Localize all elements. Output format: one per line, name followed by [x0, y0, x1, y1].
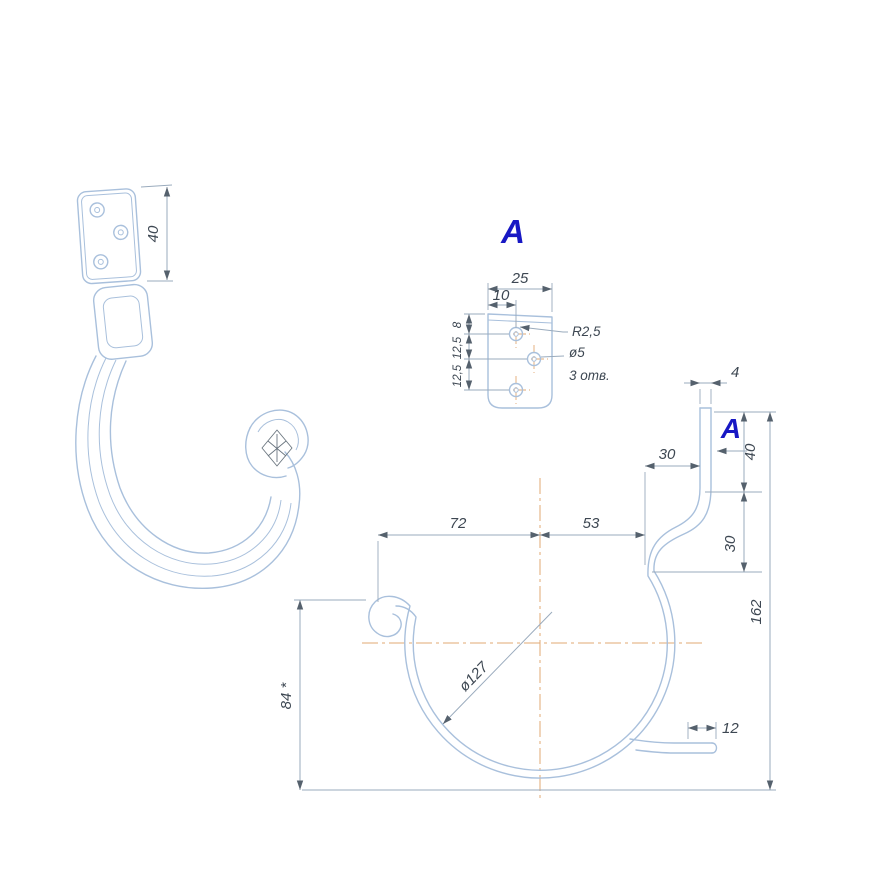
dim-12-5-lower-label: 12,5	[452, 364, 464, 387]
callout-holes-label: 3 отв.	[569, 368, 610, 383]
detail-hole-centerlines	[502, 320, 548, 404]
plate-hole-middle	[113, 224, 129, 241]
gutter-clip-end	[245, 409, 309, 479]
clip-outer-outline	[249, 409, 309, 469]
profile-extension-lines	[294, 389, 776, 791]
brand-emblem-motif	[267, 434, 287, 462]
plate-hole-top	[89, 202, 105, 218]
mounting-plate-outline	[76, 188, 142, 285]
detail-hole-bottom	[508, 382, 524, 398]
strap-curve-outer	[75, 355, 301, 590]
hook-strap	[75, 355, 301, 590]
dim-4-label: 4	[731, 364, 739, 381]
dim-10-label: 10	[493, 287, 510, 304]
strap-curve-mid-1	[87, 357, 292, 577]
detail-hole-top-center	[513, 331, 519, 337]
callout-diameter-leader	[540, 355, 565, 358]
bottom-tab-bottom-edge	[635, 749, 713, 754]
bottom-tab-top-edge	[629, 738, 713, 744]
mounting-plate-inner-edge	[81, 192, 137, 280]
detail-hole-bottom-center	[513, 387, 519, 393]
dim-12-label: 12	[722, 720, 739, 737]
dim-12-5-upper-label: 12,5	[452, 336, 464, 359]
bottom-tab-end-cap	[711, 742, 718, 754]
strap-curve-mid-2	[98, 359, 282, 565]
dim-25-label: 25	[511, 270, 529, 287]
mounting-plate	[76, 188, 142, 285]
dim-8-label: 8	[452, 321, 464, 328]
dim-40-extension-lines	[140, 184, 173, 282]
detail-view-a: A 25 10 8 12,5 12,5 R2,5 ø5 3 отв.	[452, 213, 610, 409]
loop-outer-outline	[92, 283, 154, 360]
profile-view: 4 30 72 53 40 30 162 84 * 12 ø127 A	[278, 364, 776, 802]
profile-outer-contour	[368, 407, 712, 779]
detail-hole-middle-center	[531, 356, 537, 362]
dim-diameter-label: ø127	[456, 658, 492, 695]
detail-plate-outline	[487, 313, 553, 409]
callout-radius-label: R2,5	[572, 324, 601, 339]
brand-emblem-diamond	[261, 429, 293, 467]
dim-84-label: 84 *	[278, 681, 295, 709]
clip-lower-jaw	[245, 427, 287, 479]
plate-hole-middle-center	[117, 229, 124, 236]
dim-72-label: 72	[450, 515, 467, 532]
detail-plate-edge-line	[487, 319, 553, 324]
perspective-dim-40: 40	[140, 184, 173, 282]
dim-53-label: 53	[583, 515, 600, 532]
callout-diameter-label: ø5	[569, 345, 585, 360]
clip-inner-outline	[257, 418, 299, 451]
dim-diameter-leader	[442, 611, 553, 725]
perspective-view: 40	[75, 184, 309, 590]
plate-hole-bottom-center	[97, 258, 104, 265]
detail-extension-lines	[464, 283, 553, 391]
profile-inner-contour	[395, 407, 701, 771]
dim-30-right-label: 30	[722, 535, 739, 552]
callout-radius-leader	[519, 324, 568, 333]
strap-curve-inner	[109, 360, 272, 554]
plate-hole-top-center	[94, 206, 101, 213]
detail-hole-middle	[526, 351, 542, 367]
strap-upper-loop	[92, 283, 154, 360]
dim-30-top-label: 30	[659, 446, 676, 463]
dim-40-right-label: 40	[742, 443, 759, 460]
section-view-label: A	[720, 413, 741, 444]
plate-hole-bottom	[93, 254, 109, 270]
detail-view-label: A	[500, 213, 525, 250]
dim-40-label: 40	[145, 225, 162, 242]
loop-inner-outline	[102, 295, 144, 349]
dim-162-label: 162	[748, 599, 765, 625]
dim-4: 4	[684, 364, 739, 387]
